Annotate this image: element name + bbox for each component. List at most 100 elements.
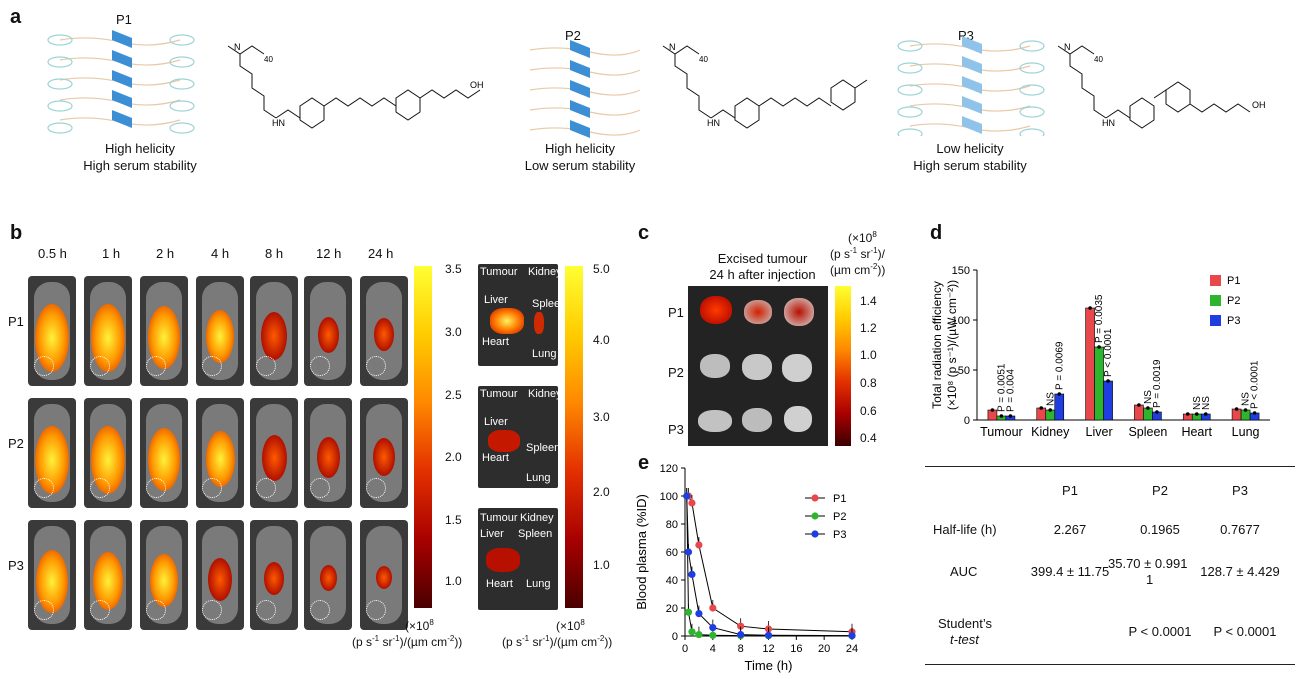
significance-label: NS — [1045, 392, 1056, 406]
data-point-P3 — [764, 631, 773, 639]
c-cb-tick: 0.6 — [860, 404, 877, 418]
row-label-auc: AUC — [950, 564, 978, 579]
p2-helix-illustration — [530, 40, 640, 138]
legend-label: P1 — [833, 493, 846, 505]
cb1-tick: 3.5 — [445, 262, 462, 276]
y-axis-label: Blood plasma (%ID) — [634, 494, 649, 610]
legend-marker — [811, 512, 819, 520]
row-label-p2: P2 — [8, 436, 24, 451]
panel-c-unit1: (×108 — [848, 230, 877, 245]
data-point-P2 — [695, 631, 703, 639]
cell: 0.7677 — [1220, 522, 1260, 537]
mouse-image — [360, 276, 408, 386]
data-point-P1 — [709, 604, 717, 612]
table-header: P2 — [1152, 483, 1168, 498]
organ-label-liver: Liver — [484, 416, 508, 428]
spleen-signal — [534, 312, 544, 334]
series-line-P3 — [686, 495, 853, 637]
significance-label: NS — [1241, 392, 1252, 406]
mouse-image — [140, 276, 188, 386]
mouse-image — [84, 276, 132, 386]
x-tick-label: 4 — [710, 643, 716, 655]
liver-signal — [488, 430, 520, 452]
x-tick-label: Spleen — [1128, 425, 1167, 439]
c-cb-tick: 0.8 — [860, 376, 877, 390]
organ-label-spleen: Spleen — [532, 298, 567, 310]
p1-chemical-structure: N HN 40 OH — [227, 42, 484, 129]
data-point-P1 — [737, 622, 745, 630]
p3-helix-illustration — [897, 36, 1045, 136]
mouse-image — [196, 520, 244, 630]
legend-label: P1 — [1227, 275, 1240, 287]
row-label-p3: P3 — [8, 558, 24, 573]
data-point — [999, 414, 1004, 418]
colorbar-organs — [565, 266, 583, 608]
data-point — [1088, 306, 1092, 310]
data-point — [1194, 412, 1199, 416]
organ-image-p1: Tumour Kidney Liver Spleen Heart Lung — [478, 264, 566, 366]
x-tick-label: 20 — [818, 643, 830, 655]
significance-label: P < 0.0001 — [1103, 328, 1114, 377]
series-line-P1 — [686, 495, 853, 633]
organ-label-heart: Heart — [482, 452, 509, 464]
cell: 1 — [1146, 572, 1154, 587]
significance-label: P = 0.0035 — [1094, 294, 1105, 343]
significance-label: P < 0.0001 — [1250, 360, 1261, 409]
data-point-P3 — [688, 570, 696, 578]
p1-helix-illustration — [47, 30, 195, 134]
cell: 399.4 ± 11.75 — [1030, 564, 1110, 579]
organ-label-lung: Lung — [532, 348, 557, 360]
y-axis-label-line2: (×10⁸ (p s⁻¹)/(µW cm⁻²)) — [945, 280, 959, 410]
time-label: 8 h — [265, 246, 284, 261]
p3-subscript: 40 — [1094, 55, 1103, 64]
c-cb-tick: 1.0 — [860, 348, 877, 362]
time-label: 0.5 h — [38, 246, 67, 261]
data-point — [1155, 410, 1159, 414]
time-label: 4 h — [211, 246, 230, 261]
legend-label: P3 — [1227, 315, 1240, 327]
mouse-image — [250, 520, 298, 630]
p2-subscript: 40 — [699, 55, 708, 64]
organ-label-kidney: Kidney — [528, 266, 562, 278]
cb2-tick: 1.0 — [593, 558, 610, 572]
data-point-P3 — [848, 631, 856, 640]
data-point — [1252, 411, 1257, 415]
organ-label-heart: Heart — [482, 336, 509, 348]
p1-line2: High serum stability — [83, 158, 197, 173]
mouse-image-grid — [28, 264, 418, 630]
mouse-image — [140, 520, 188, 630]
x-axis-label: Time (h) — [745, 658, 793, 673]
mouse-image — [28, 520, 76, 630]
data-point-P1 — [695, 541, 703, 549]
data-point-P1 — [688, 499, 696, 507]
data-point — [1203, 412, 1208, 416]
cell: 35.70 ± 0.991 — [1108, 556, 1188, 571]
mouse-image — [84, 520, 132, 630]
y-tick-label: 60 — [666, 547, 678, 559]
x-tick-label: Liver — [1086, 425, 1113, 439]
cb2-tick: 5.0 — [593, 262, 610, 276]
cb1-tick: 1.0 — [445, 574, 462, 588]
mouse-image — [140, 398, 188, 508]
data-point — [1146, 406, 1150, 410]
y-tick-label: 50 — [958, 365, 970, 377]
organ-label-kidney: Kidney — [528, 388, 562, 400]
liver-signal — [486, 548, 520, 572]
x-tick-label: Heart — [1181, 425, 1212, 439]
legend-label: P3 — [833, 529, 846, 541]
data-point — [1039, 406, 1044, 410]
significance-label: P = 0.0069 — [1054, 341, 1065, 390]
cb1-tick: 3.0 — [445, 325, 462, 339]
excised-tumour-image — [688, 286, 828, 446]
data-point — [990, 408, 995, 412]
p2-hn-label: HN — [707, 118, 720, 128]
p2-chemical-structure: N HN 40 — [662, 42, 868, 129]
table-header: P1 — [1062, 483, 1078, 498]
cb1-tick: 2.5 — [445, 388, 462, 402]
organ-label-liver: Liver — [480, 528, 504, 540]
cb1-unit-line1: (×108 — [405, 618, 434, 633]
data-point-P2 — [709, 631, 717, 639]
panel-c-colorbar — [835, 286, 851, 446]
